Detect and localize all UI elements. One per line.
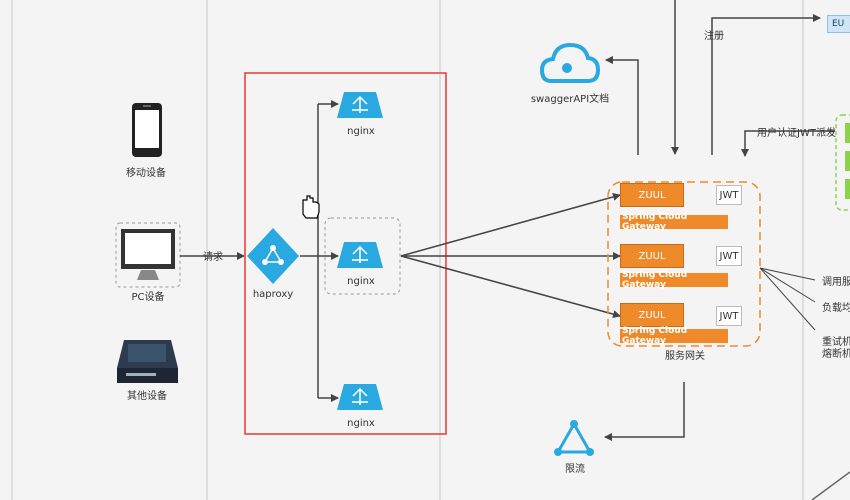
gateway-group-label: 服务网关 (665, 351, 705, 362)
scg-label-3: Spring Cloud Gateway (620, 326, 728, 346)
register-arrow (711, 14, 821, 155)
swagger-label: swaggerAPI文档 (530, 94, 610, 105)
nginx-label-bottom: nginx (347, 418, 375, 429)
rate-limit-icon (554, 420, 594, 456)
other-device-icon (117, 340, 178, 383)
mobile-device-label: 移动设备 (126, 168, 166, 179)
nginx-icon-bottom (337, 384, 383, 410)
scg-label-1: Spring Cloud Gateway (620, 212, 728, 232)
scg-label-2: Spring Cloud Gateway (620, 270, 728, 290)
route-arrow-1 (400, 193, 621, 257)
register-label: 注册 (704, 31, 724, 42)
right-panel-box (835, 114, 850, 211)
rate-limit-arrow (604, 382, 685, 441)
right-label-4: 熔断机 (822, 349, 850, 360)
right-label-2: 负载均 (822, 303, 850, 314)
eureka-box: EU (827, 15, 850, 33)
right-label-1: 调用服 (822, 277, 850, 288)
connector-line (759, 267, 816, 303)
gateway-group-box (607, 181, 761, 347)
zuul-node-1: ZUUL (620, 183, 684, 207)
pc-device-label: PC设备 (131, 292, 165, 303)
haproxy-icon (247, 228, 299, 284)
route-arrow-3 (400, 255, 621, 319)
haproxy-label: haproxy (252, 289, 294, 300)
jwt-badge-3: JWT (716, 306, 742, 326)
right-label-3: 重试机 (822, 337, 850, 348)
nginx-icon-mid (337, 242, 383, 268)
swagger-cloud-icon (539, 42, 601, 83)
other-device-label: 其他设备 (127, 391, 167, 402)
nginx-label-top: nginx (347, 126, 375, 137)
hand-cursor-icon (302, 195, 320, 219)
load-balancer-highlight-box (244, 72, 447, 435)
mobile-device-icon (132, 103, 162, 157)
connector-line (759, 267, 816, 331)
connector-line (759, 267, 816, 281)
jwt-badge-2: JWT (716, 246, 742, 266)
auth-arrow (741, 130, 835, 157)
request-label: 请求 (203, 252, 223, 263)
jwt-badge-1: JWT (716, 185, 742, 205)
zuul-node-2: ZUUL (620, 244, 684, 268)
zuul-node-3: ZUUL (620, 303, 684, 327)
pc-device-icon (115, 222, 181, 288)
rate-limit-label: 限流 (565, 464, 585, 475)
connector-line (811, 471, 850, 500)
nginx-label-mid: nginx (347, 276, 375, 287)
auth-label: 用户认证JWT派发 (757, 128, 836, 139)
nginx-icon-top (337, 92, 383, 118)
nginx-selected-box (324, 217, 401, 295)
swagger-arrow (605, 56, 639, 155)
